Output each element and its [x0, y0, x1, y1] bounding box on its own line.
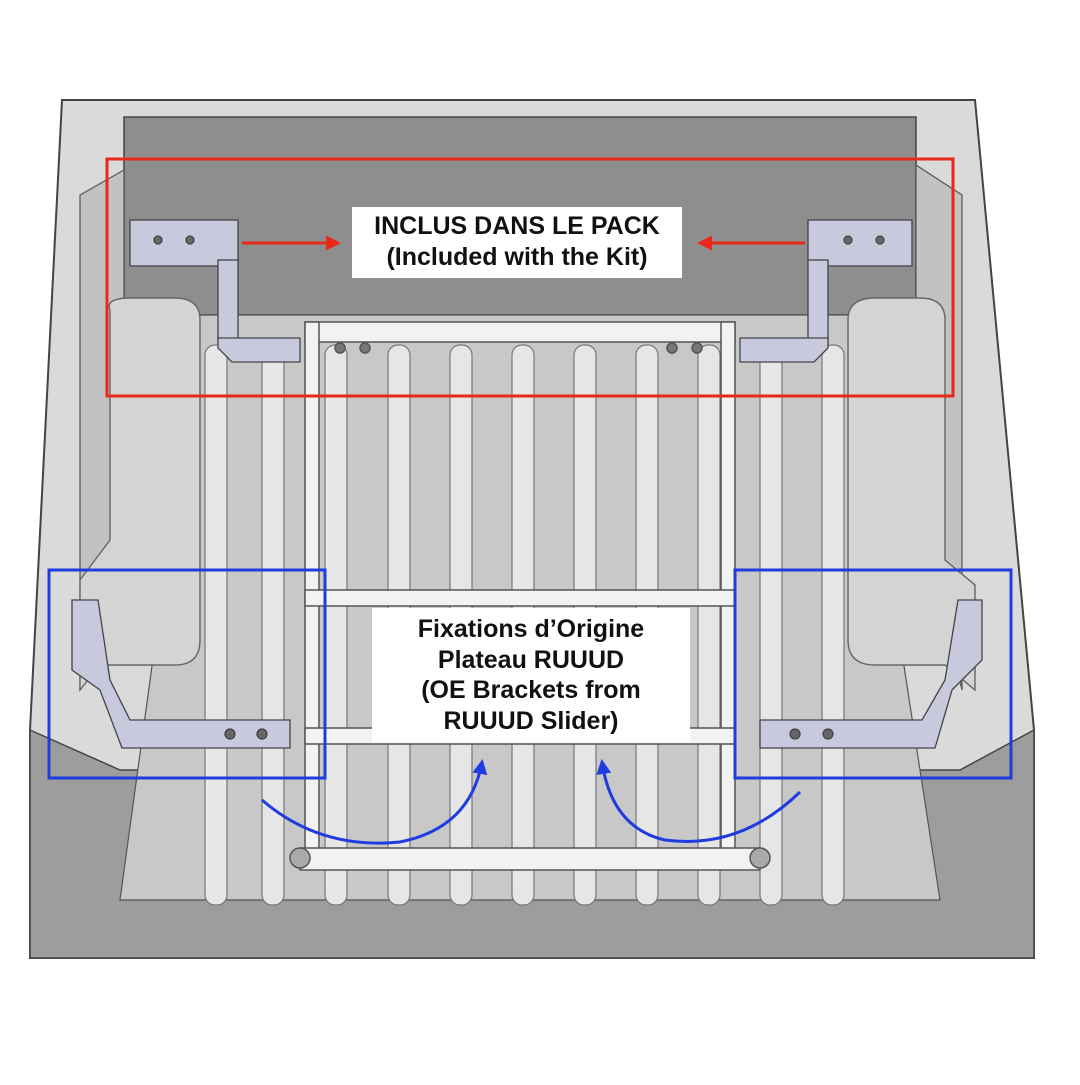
kit-bracket-left	[129, 219, 301, 363]
included-label: INCLUS DANS LE PACK (Included with the K…	[352, 207, 682, 278]
oe-label-line-3: (OE Brackets from	[421, 676, 641, 704]
oe-label-line-2: Plateau RUUUD	[437, 645, 625, 674]
oe-bracket-right	[759, 599, 983, 749]
included-label-line-1: INCLUS DANS LE PACK	[374, 212, 660, 240]
included-highlight-frame	[105, 157, 955, 398]
slider-frame	[289, 321, 771, 871]
oe-bracket-left	[71, 599, 291, 749]
curved-arrow-icon	[261, 759, 488, 845]
curved-arrow-icon	[596, 759, 802, 843]
included-label-line-2: (Included with the Kit)	[386, 242, 648, 271]
oe-highlight-frame-right	[733, 568, 1013, 780]
oe-label-line-1: Fixations d’Origine	[417, 615, 645, 643]
oe-label-line-4: RUUUD Slider)	[443, 706, 619, 735]
oe-highlight-frame-left	[47, 568, 327, 780]
oe-brackets-label: Fixations d’Origine Plateau RUUUD (OE Br…	[372, 608, 690, 742]
kit-bracket-right	[739, 219, 913, 363]
